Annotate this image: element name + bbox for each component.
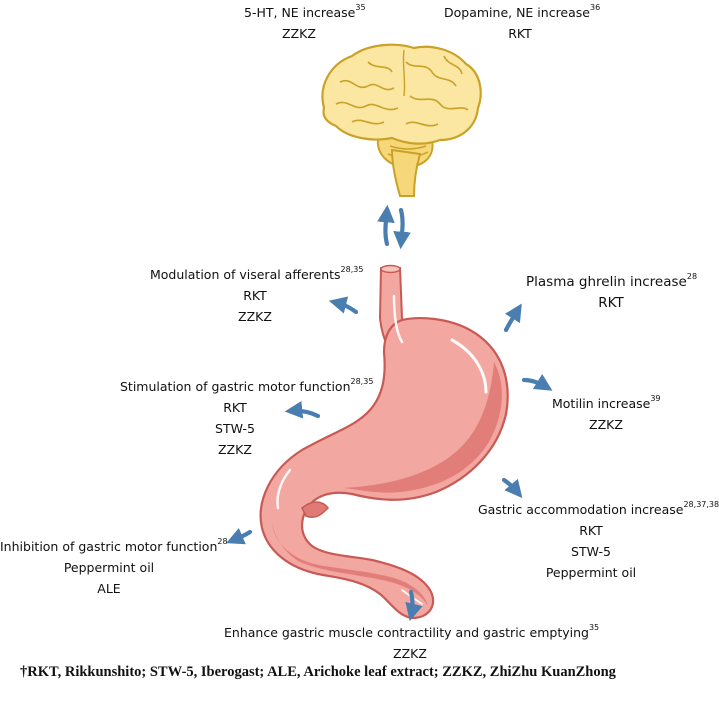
accommodation-agent-2: STW-5 bbox=[571, 544, 611, 559]
brain-illustration bbox=[321, 43, 482, 197]
motor-inhib-agent-2: ALE bbox=[97, 581, 121, 596]
label-motor-inhibition: Inhibition of gastric motor function28 P… bbox=[0, 536, 228, 599]
label-ghrelin: Plasma ghrelin increase28 RKT bbox=[526, 271, 698, 314]
ghrelin-title: Plasma ghrelin increase bbox=[526, 274, 687, 290]
brain-right-agent-1: RKT bbox=[508, 26, 532, 41]
brain-right-ref: 36 bbox=[589, 2, 601, 12]
emptying-agent-1: ZZKZ bbox=[393, 646, 427, 661]
arrow-visceral bbox=[328, 296, 359, 315]
motor-stim-agent-2: STW-5 bbox=[215, 421, 255, 436]
brain-left-title: 5-HT, NE increase bbox=[244, 5, 356, 20]
arrow-motor-inhib bbox=[226, 528, 253, 545]
accommodation-title: Gastric accommodation increase bbox=[478, 502, 684, 517]
visceral-agent-2: ZZKZ bbox=[238, 309, 272, 324]
brain-left-agent-1: ZZKZ bbox=[282, 26, 316, 41]
arrow-emptying bbox=[405, 589, 423, 622]
label-motor-stimulation: Stimulation of gastric motor function28,… bbox=[120, 376, 373, 460]
motor-inhib-title: Inhibition of gastric motor function bbox=[0, 539, 218, 554]
arrow-up-to-brain bbox=[377, 204, 395, 247]
ghrelin-agent-1: RKT bbox=[598, 295, 624, 311]
accommodation-agent-3: Peppermint oil bbox=[545, 565, 637, 580]
arrow-ghrelin bbox=[503, 303, 522, 333]
label-motilin: Motilin increase39 ZZKZ bbox=[552, 393, 661, 435]
motor-inhib-agent-1: Peppermint oil bbox=[63, 560, 155, 575]
label-gastric-accommodation: Gastric accommodation increase28,37,38 R… bbox=[478, 499, 719, 583]
motor-stim-ref: 28,35 bbox=[350, 376, 374, 386]
brain-right-title: Dopamine, NE increase bbox=[444, 5, 590, 20]
motor-stim-agent-1: RKT bbox=[223, 400, 247, 415]
arrow-motilin bbox=[521, 373, 553, 391]
motilin-ref: 39 bbox=[650, 393, 661, 403]
emptying-title: Enhance gastric muscle contractility and… bbox=[224, 625, 589, 640]
label-gastric-emptying: Enhance gastric muscle contractility and… bbox=[224, 622, 600, 664]
stomach-illustration bbox=[259, 264, 509, 620]
label-brain-right: Dopamine, NE increase36 RKT bbox=[444, 2, 600, 44]
accommodation-agent-1: RKT bbox=[579, 523, 603, 538]
arrow-down-from-brain bbox=[393, 207, 411, 250]
motor-inhib-ref: 28 bbox=[217, 536, 228, 546]
accommodation-ref: 28,37,38 bbox=[683, 499, 719, 509]
motor-stim-title: Stimulation of gastric motor function bbox=[120, 379, 351, 394]
brain-left-ref: 35 bbox=[355, 2, 366, 12]
motilin-title: Motilin increase bbox=[552, 396, 651, 411]
emptying-ref: 35 bbox=[588, 622, 600, 632]
ghrelin-ref: 28 bbox=[686, 271, 698, 281]
abbreviation-footnote: †RKT, Rikkunshito; STW-5, Iberogast; ALE… bbox=[20, 664, 616, 680]
label-brain-left: 5-HT, NE increase35 ZZKZ bbox=[244, 2, 366, 44]
visceral-title: Modulation of viseral afferents bbox=[150, 267, 341, 282]
arrow-accommodation bbox=[501, 477, 523, 499]
motilin-agent-1: ZZKZ bbox=[589, 417, 623, 432]
visceral-agent-1: RKT bbox=[243, 288, 267, 303]
arrow-motor-stim bbox=[284, 400, 321, 419]
motor-stim-agent-3: ZZKZ bbox=[218, 442, 252, 457]
label-visceral-afferents: Modulation of viseral afferents28,35 RKT… bbox=[150, 264, 363, 327]
visceral-ref: 28,35 bbox=[340, 264, 364, 274]
